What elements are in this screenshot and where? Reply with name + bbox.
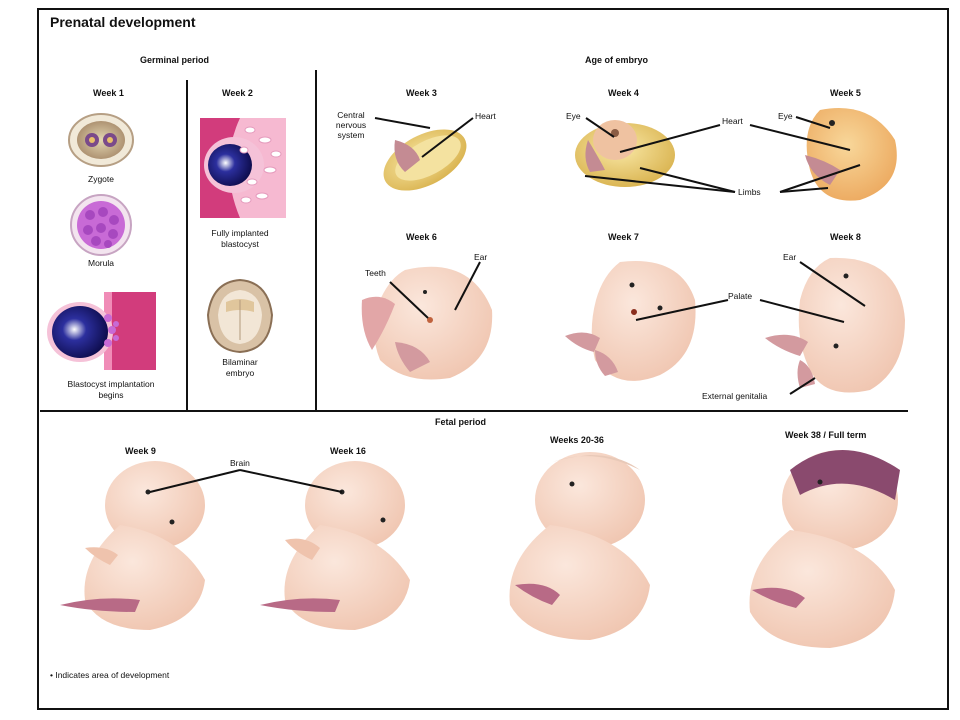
eye-label-week4: Eye	[566, 111, 581, 121]
week9-fetus-illustration	[60, 461, 205, 630]
brain-label: Brain	[230, 458, 250, 468]
footnote: • Indicates area of development	[50, 670, 170, 680]
heart-label-week3: Heart	[475, 111, 496, 121]
bilaminar-label-line2: embryo	[225, 368, 255, 378]
blastocyst-label-line1: Blastocyst implantation	[67, 379, 155, 389]
week16-fetus-illustration	[260, 461, 410, 630]
cns-label-line1: Central	[337, 110, 365, 120]
implanted-label-line2: blastocyst	[221, 239, 259, 249]
external-genitalia-label: External genitalia	[702, 391, 768, 401]
implanted-blastocyst-illustration	[200, 118, 286, 218]
embryo-fetal-divider	[40, 410, 908, 412]
section-embryo: Age of embryo	[585, 55, 649, 65]
week9-label: Week 9	[125, 446, 156, 456]
week38-label: Week 38 / Full term	[785, 430, 867, 440]
ear-label-week6: Ear	[474, 252, 488, 262]
cns-label-line3: system	[337, 130, 365, 140]
section-fetal: Fetal period	[435, 417, 487, 427]
week6-embryo-illustration	[361, 266, 493, 380]
teeth-label: Teeth	[365, 268, 386, 278]
morula-illustration	[70, 194, 132, 256]
week6-label: Week 6	[406, 232, 437, 242]
week8-label: Week 8	[830, 232, 861, 242]
week2-label: Week 2	[222, 88, 253, 98]
week7-label: Week 7	[608, 232, 639, 242]
zygote-illustration	[68, 113, 134, 167]
implanted-label-line1: Fully implanted	[211, 228, 269, 238]
blastocyst-label-line2: begins	[98, 390, 124, 400]
germinal-embryo-divider	[315, 70, 317, 410]
bilaminar-embryo-illustration	[206, 278, 274, 354]
leader-lines	[149, 116, 866, 493]
limbs-label: Limbs	[738, 187, 761, 197]
week5-embryo-illustration	[805, 108, 897, 201]
zygote-label: Zygote	[88, 174, 114, 184]
week38-fetus-illustration	[749, 450, 900, 648]
week5-label: Week 5	[830, 88, 861, 98]
palate-label: Palate	[728, 291, 753, 301]
figure-title: Prenatal development	[50, 14, 196, 30]
blastocyst-implantation-illustration	[47, 292, 156, 370]
week7-embryo-illustration	[565, 261, 696, 381]
morula-label: Morula	[88, 258, 114, 268]
eye-label-week5: Eye	[778, 111, 793, 121]
week1-label: Week 1	[93, 88, 124, 98]
week4-label: Week 4	[608, 88, 639, 98]
week1-week2-divider	[186, 80, 188, 410]
week3-label: Week 3	[406, 88, 437, 98]
bilaminar-label-line1: Bilaminar	[222, 357, 258, 367]
week16-label: Week 16	[330, 446, 366, 456]
section-germinal: Germinal period	[140, 55, 210, 65]
week20-36-fetus-illustration	[509, 452, 650, 640]
cns-label-line2: nervous	[335, 120, 367, 130]
heart-label-week4-5: Heart	[722, 116, 743, 126]
week8-embryo-illustration	[765, 257, 905, 393]
week3-embryo-illustration	[383, 129, 467, 191]
ear-label-week8: Ear	[783, 252, 797, 262]
weeks20-36-label: Weeks 20-36	[550, 435, 604, 445]
